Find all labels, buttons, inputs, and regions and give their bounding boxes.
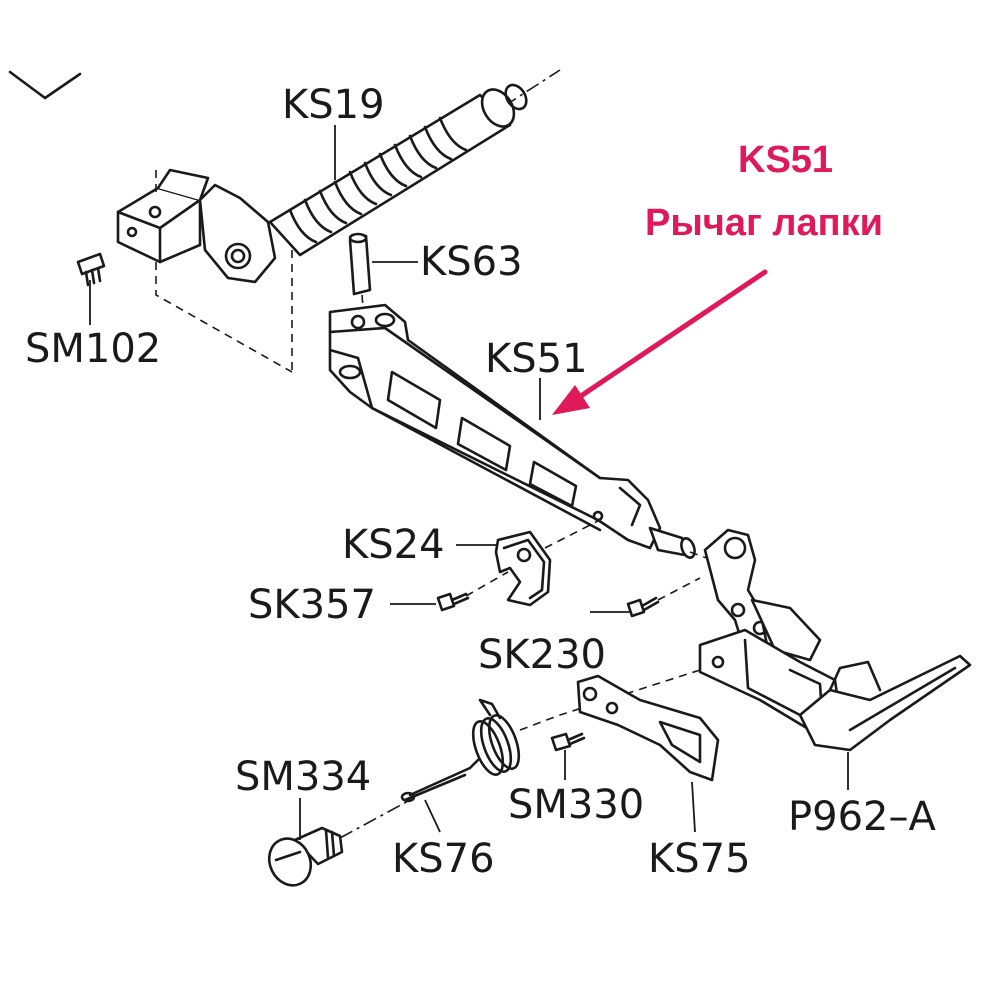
label-ks24: KS24 — [342, 522, 445, 568]
highlight-arrowhead — [552, 385, 590, 415]
leader-ks75 — [691, 781, 696, 833]
part-sk230 — [626, 577, 701, 618]
part-sm334 — [267, 799, 411, 887]
part-sm330 — [550, 732, 586, 752]
part-p962a — [559, 528, 972, 752]
label-sm330: SM330 — [508, 782, 644, 828]
highlight-part-name: Рычаг лапки — [645, 202, 883, 244]
label-ks76: KS76 — [392, 836, 495, 882]
label-ks63: KS63 — [420, 239, 523, 285]
highlight-part-code: KS51 — [738, 139, 833, 181]
part-ks76 — [400, 698, 561, 803]
label-ks19: KS19 — [282, 82, 385, 128]
leader-ks76 — [424, 799, 441, 833]
label-p962a: P962–A — [788, 794, 936, 840]
part-sm102 — [76, 252, 106, 287]
part-ks24 — [494, 519, 601, 607]
label-ks75: KS75 — [648, 836, 751, 882]
label-sk230: SK230 — [478, 632, 606, 678]
label-sm334: SM334 — [235, 754, 371, 800]
part-ks63 — [348, 232, 372, 319]
part-ks75 — [576, 674, 720, 782]
label-sm102: SM102 — [25, 326, 161, 372]
part-ks19 — [116, 69, 561, 373]
label-ks51: KS51 — [485, 336, 588, 382]
part-ks51 — [328, 303, 713, 561]
highlight-arrow — [569, 269, 768, 405]
corner-mark — [8, 70, 82, 100]
part-sk357 — [436, 571, 509, 612]
label-sk357: SK357 — [248, 582, 376, 628]
